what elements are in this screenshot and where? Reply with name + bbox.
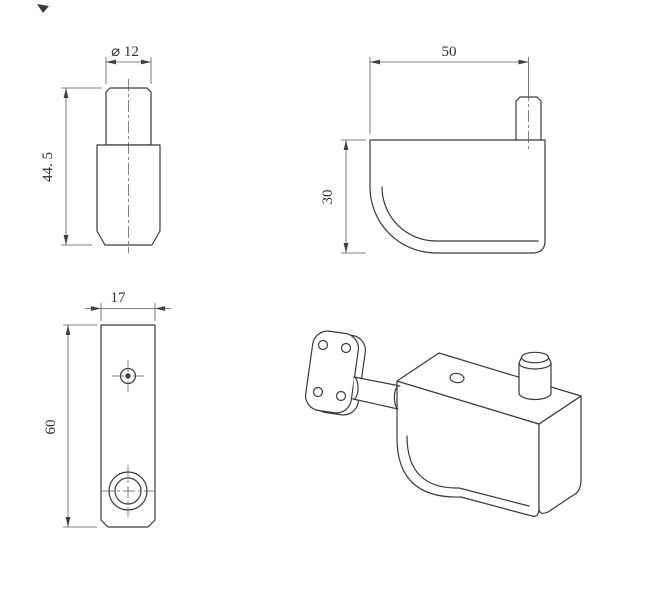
dim-plateheight-text: 60 <box>43 420 59 435</box>
body-top-face <box>396 352 582 425</box>
dim-plateheight-extension-lines <box>63 324 97 528</box>
dim-diameter-arrows <box>106 59 151 65</box>
arm-body-junction <box>393 385 401 410</box>
pin-fill <box>519 357 551 393</box>
dim-height-text: 44. 5 <box>40 152 56 182</box>
body-front-inner-edge <box>406 435 530 507</box>
view-plate-front: 17 60 <box>43 290 171 528</box>
body-outline <box>369 139 546 254</box>
dim-height-extension-lines <box>61 87 102 246</box>
plate-small-hole-centerlines <box>112 360 144 392</box>
view-pin-front: ⌀ 12 44. 5 <box>40 44 161 253</box>
view-body-side: 50 30 <box>320 44 546 254</box>
plate-hole-bottom-left <box>312 386 324 398</box>
plate-hole-top-right <box>340 342 352 354</box>
plate-outline <box>100 324 156 528</box>
dim-length-text: 50 <box>442 44 457 60</box>
body-inner-edge <box>381 186 539 242</box>
dim-diameter-extension-lines <box>105 57 152 84</box>
dim-length-extension-lines <box>369 57 529 134</box>
view-isometric <box>304 330 582 517</box>
plate-hole-bottom-right <box>335 390 347 402</box>
dim-diameter-text: ⌀ 12 <box>111 44 139 60</box>
plate-large-hole-centerlines <box>102 465 154 517</box>
pin-sides <box>518 362 552 394</box>
pin-top-face <box>520 351 550 364</box>
arm-plate-cap <box>352 376 359 400</box>
dim-platewidth-text: 17 <box>111 290 127 306</box>
body-front-face <box>396 380 540 517</box>
corner-mark <box>37 4 49 13</box>
dim-platewidth-extension-lines <box>100 303 156 321</box>
top-face-hole <box>449 372 465 384</box>
body-right-face <box>538 395 582 514</box>
dim-bodyheight-extension-lines <box>341 139 366 254</box>
pin-chamfer-arc <box>518 362 552 370</box>
mount-plate <box>304 330 360 414</box>
plate-hole-top-left <box>317 339 329 351</box>
arm-outline <box>352 376 401 410</box>
pin-base-arc <box>518 392 552 401</box>
dim-bodyheight-text: 30 <box>320 190 336 205</box>
